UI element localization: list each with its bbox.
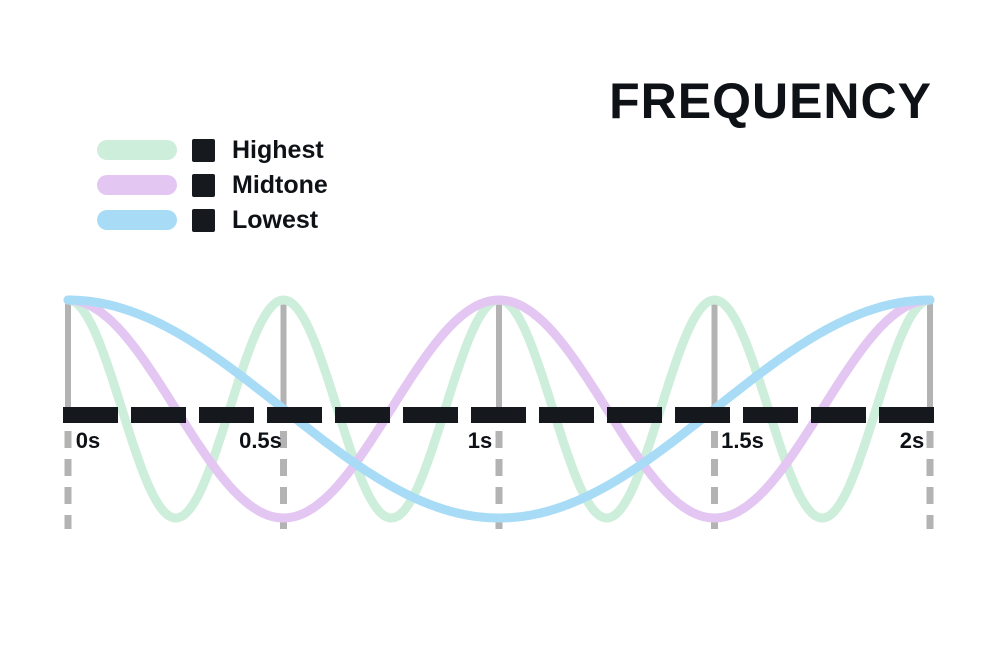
x-tick-label: 0.5s <box>239 428 282 453</box>
legend-line-swatch <box>97 140 177 160</box>
wave-midtone <box>63 295 935 523</box>
x-tick-label: 1s <box>468 428 492 453</box>
legend-line-swatch <box>97 210 177 230</box>
chart-title: FREQUENCY <box>609 73 932 129</box>
legend-square-marker <box>192 208 215 232</box>
legend-item-highest: Highest <box>97 136 328 164</box>
legend-label: Highest <box>232 135 324 164</box>
legend-line-swatch <box>97 175 177 195</box>
x-tick-label: 2s <box>900 428 924 453</box>
x-tick-label: 0s <box>76 428 100 453</box>
legend-label: Lowest <box>232 205 319 234</box>
x-tick-label: 1.5s <box>721 428 764 453</box>
legend-item-lowest: Lowest <box>97 206 328 234</box>
legend-item-midtone: Midtone <box>97 171 328 199</box>
legend-label: Midtone <box>232 170 328 199</box>
legend-square-marker <box>192 138 215 162</box>
legend-square-marker <box>192 173 215 197</box>
wave-lowest <box>63 295 935 523</box>
